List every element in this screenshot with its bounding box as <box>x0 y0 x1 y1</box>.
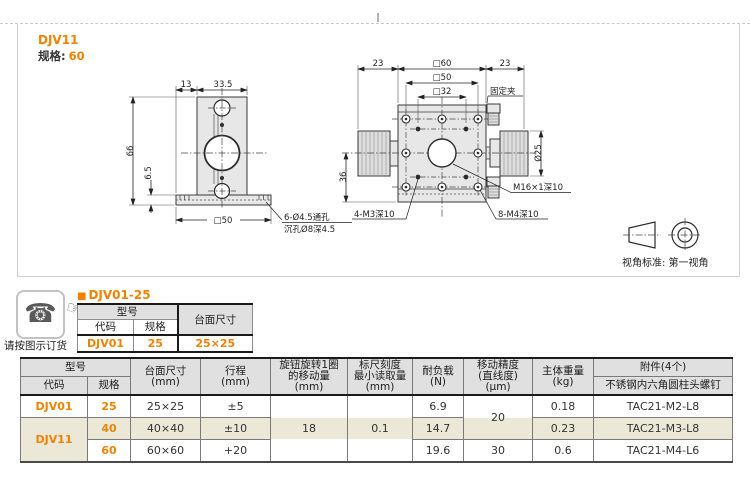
sel-code: DJV01 <box>77 334 134 353</box>
cone-side-view-icon <box>628 221 656 249</box>
col-header-weight: 主体重量 (kg) <box>532 357 594 396</box>
cell-size: 60×60 <box>130 439 201 463</box>
cell-screw: TAC21-M4-L6 <box>593 439 733 463</box>
clamp-label: 固定夹 <box>490 86 516 97</box>
selected-model-text: DJV01-25 <box>88 288 151 302</box>
dim-sq50: □50 <box>433 73 452 83</box>
col-header-size: 台面尺寸 (mm) <box>130 357 201 396</box>
cell-spec: 25 <box>87 394 131 418</box>
cell-knob-move: 18 <box>270 394 348 463</box>
col-header-load: 耐负载 (N) <box>412 357 464 396</box>
cell-load: 14.7 <box>412 417 464 440</box>
col-header-model: 型号 <box>20 357 131 377</box>
registration-mark <box>377 13 379 22</box>
product-spec: 规格:60 <box>38 48 85 64</box>
table-row: 60 60×60 +20 19.6 30 0.6 TAC21-M4-L6 <box>21 439 733 463</box>
dim-23-right: 23 <box>500 59 511 69</box>
dim-sq32: □32 <box>433 87 452 97</box>
selected-model-heading: ■DJV01-25 <box>77 288 253 303</box>
cell-accuracy: 20 <box>463 394 533 440</box>
cell-code: DJV11 <box>20 417 88 463</box>
sel-header-size: 台面尺寸 <box>176 303 253 336</box>
selected-model-block: ■DJV01-25 型号 台面尺寸 代码 规格 DJV01 25 25×25 <box>77 288 253 353</box>
col-header-code: 代码 <box>20 376 88 396</box>
right-adjust-knob <box>485 130 529 177</box>
product-code: DJV11 <box>38 33 79 47</box>
spec-table: 型号 台面尺寸 (mm) 行程 (mm) 旋钮旋转1圈 的移动量 (mm) 标尺… <box>20 357 733 463</box>
first-angle-symbol <box>623 218 702 252</box>
plan-view-drawing: 固定夹 23 □60 23 □50 □32 36 Ø25 4-M3 <box>339 59 571 220</box>
phone-icon: ☎ <box>16 290 65 339</box>
m4-label: 8-M4深10 <box>498 210 539 220</box>
cell-spec: 60 <box>87 439 131 463</box>
sel-size: 25×25 <box>176 334 253 353</box>
dim-sq50: □50 <box>214 216 233 226</box>
top-divider <box>0 23 750 24</box>
col-header-accessory-sub: 不锈钢内六角圆柱头螺钉 <box>593 376 733 396</box>
cell-scale-read: 0.1 <box>347 394 413 463</box>
sel-header-model: 型号 <box>77 303 178 320</box>
spec-value: 60 <box>68 49 85 63</box>
selected-model-row: DJV01 25 25×25 <box>77 334 253 353</box>
selected-model-table: 型号 台面尺寸 代码 规格 DJV01 25 25×25 <box>77 303 253 353</box>
cell-travel: ±5 <box>200 394 271 418</box>
dim-6-5: 6.5 <box>144 166 154 180</box>
cell-load: 6.9 <box>412 394 464 418</box>
hole-note-line2: 沉孔Ø8深4.5 <box>284 224 335 235</box>
cell-size: 40×40 <box>130 417 201 440</box>
center-thread-hole <box>427 138 457 168</box>
col-header-scale: 标尺刻度 最小读取量 (mm) <box>347 357 413 396</box>
sel-header-code: 代码 <box>77 319 134 336</box>
dim-33-5: 33.5 <box>214 80 233 90</box>
top-fixing-clamp <box>486 103 501 126</box>
left-adjust-knob <box>357 130 399 177</box>
cell-weight: 0.6 <box>532 439 594 463</box>
bullet-icon: ■ <box>77 291 87 302</box>
col-header-accuracy: 移动精度 (直线度) (μm) <box>463 357 533 396</box>
view-standard-label: 视角标准: 第一视角 <box>622 258 709 269</box>
table-row: DJV01 25 25×25 ±5 18 0.1 6.9 20 0.18 TAC… <box>20 394 733 463</box>
cell-screw: TAC21-M3-L8 <box>593 417 733 440</box>
dim-23-left: 23 <box>373 59 384 69</box>
cell-travel: ±10 <box>200 417 271 440</box>
bottom-fixing-clamp <box>486 176 501 199</box>
cell-spec: 40 <box>87 417 131 440</box>
dim-sq60: □60 <box>433 59 452 69</box>
sel-header-spec: 规格 <box>133 319 178 336</box>
dim-13: 13 <box>181 80 192 90</box>
col-header-travel: 行程 (mm) <box>200 357 271 396</box>
sel-spec: 25 <box>133 334 178 353</box>
cell-size: 25×25 <box>130 394 201 418</box>
col-header-spec: 规格 <box>87 376 131 396</box>
col-header-knob-move: 旋钮旋转1圈 的移动量 (mm) <box>270 357 348 396</box>
order-note-text: 请按图示订货 <box>4 340 67 352</box>
front-view-drawing: 13 33.5 66 6.5 □50 6-Ø4.5通孔 沉孔Ø8深4.5 <box>126 80 352 235</box>
cell-screw: TAC21-M2-L8 <box>593 394 733 418</box>
dim-36: 36 <box>339 172 349 183</box>
cell-weight: 0.23 <box>532 417 594 440</box>
spec-label: 规格: <box>38 49 66 63</box>
hole-note-line1: 6-Ø4.5通孔 <box>284 212 330 223</box>
cone-front-view-icon <box>668 218 702 252</box>
cell-accuracy: 30 <box>463 439 533 463</box>
drawing-panel: DJV11 规格:60 <box>17 23 740 277</box>
col-header-accessory: 附件(4个) <box>593 357 733 377</box>
m16-label: M16×1深10 <box>513 183 563 193</box>
m3-label: 4-M3深10 <box>354 210 395 220</box>
cell-load: 19.6 <box>412 439 464 463</box>
cell-travel: +20 <box>200 439 271 463</box>
table-row-highlighted: DJV11 40 40×40 ±10 14.7 0.23 TAC21-M3-L8 <box>20 417 733 463</box>
cell-weight: 0.18 <box>532 394 594 418</box>
cell-code: DJV01 <box>20 394 88 418</box>
dim-dia25: Ø25 <box>533 144 544 162</box>
dim-66: 66 <box>126 146 136 157</box>
